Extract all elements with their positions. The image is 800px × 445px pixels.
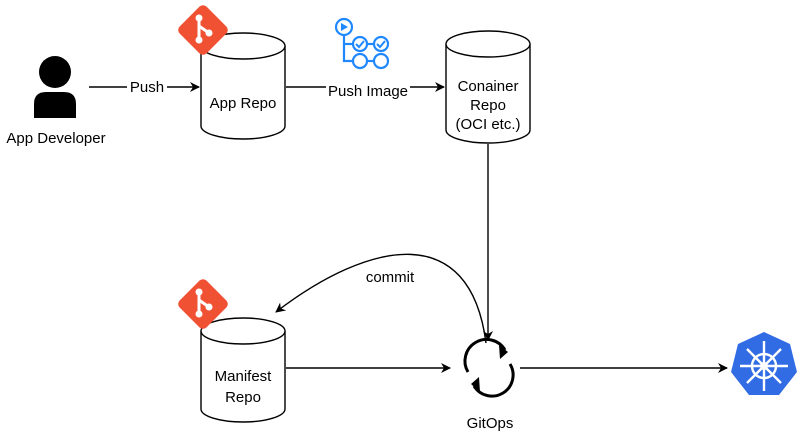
container-repo-label-line2: Repo — [470, 97, 506, 114]
manifest-repo-label-line1: Manifest — [215, 368, 273, 385]
git-logo-icon — [178, 279, 228, 329]
manifest-repo-cylinder[interactable] — [200, 317, 286, 423]
app-developer-label: App Developer — [6, 130, 105, 147]
app-repo-label: App Repo — [210, 95, 277, 112]
push-edge-label: Push — [130, 79, 164, 96]
kubernetes-logo-icon — [731, 332, 797, 395]
git-logo-icon — [178, 5, 228, 55]
person-icon — [34, 56, 76, 118]
push-image-edge-label: Push Image — [328, 83, 408, 100]
container-repo-label-line1: Conainer — [458, 78, 519, 95]
push-label-bg — [127, 78, 167, 96]
github-actions-workflow-icon — [334, 17, 390, 70]
container-repo-label-line3: (OCI etc.) — [455, 116, 520, 133]
push-image-label-bg — [326, 80, 410, 98]
commit-edge — [275, 253, 487, 344]
gitops-label: GitOps — [467, 415, 514, 432]
container-repo-cylinder[interactable] — [445, 30, 531, 144]
manifest-repo-label-line2: Repo — [225, 389, 261, 406]
gitops-sync-icon[interactable] — [463, 337, 515, 398]
commit-edge-label: commit — [366, 269, 415, 286]
app-repo-cylinder[interactable] — [200, 32, 286, 140]
